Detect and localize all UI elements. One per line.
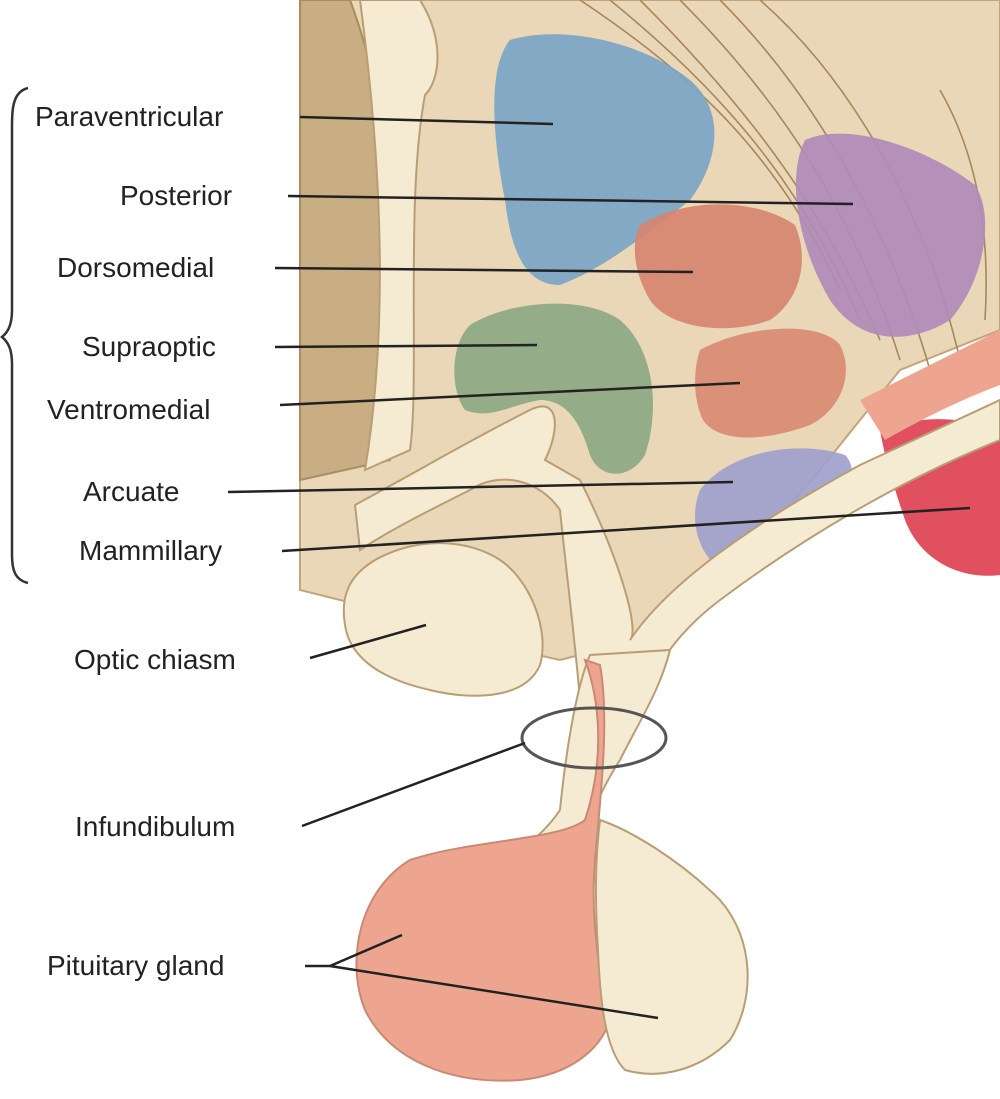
label-paraventricular: Paraventricular <box>35 101 224 132</box>
optic-chiasm <box>342 542 544 697</box>
ventromedial-nucleus <box>695 328 846 438</box>
label-posterior: Posterior <box>120 180 233 211</box>
label-mammillary: Mammillary <box>79 535 223 566</box>
label-infundibulum: Infundibulum <box>75 811 236 842</box>
leader-paraventricular <box>299 115 554 126</box>
label-dorsomedial: Dorsomedial <box>57 252 215 283</box>
leader-optic-chiasm <box>309 623 427 660</box>
pituitary-anterior-lobe <box>355 658 612 1082</box>
hypothalamic-floor <box>353 398 1000 701</box>
leader-supraoptic <box>274 343 538 349</box>
mammillary-stalk <box>860 330 1000 440</box>
label-supraoptic: Supraoptic <box>82 331 216 362</box>
leader-infundibulum <box>301 741 526 828</box>
leader-mammillary <box>281 506 971 553</box>
third-ventricle <box>358 0 439 472</box>
hypothalamus-bracket <box>0 86 29 585</box>
posterior-nucleus <box>795 133 986 337</box>
leader-pituitary-posterior <box>329 964 659 1020</box>
leader-pituitary-anterior <box>329 933 403 968</box>
leader-dorsomedial <box>274 266 694 274</box>
label-ventromedial: Ventromedial <box>47 394 211 425</box>
pituitary-posterior-lobe <box>594 818 749 1075</box>
leader-ventromedial <box>279 381 741 407</box>
label-arcuate: Arcuate <box>83 476 180 507</box>
infundibulum-ring <box>520 706 668 770</box>
label-pituitary-gland: Pituitary gland <box>47 950 225 981</box>
leader-posterior <box>287 194 854 206</box>
leader-arcuate <box>227 480 734 494</box>
label-optic-chiasm: Optic chiasm <box>74 644 236 675</box>
leader-lines <box>227 115 971 1020</box>
dorsomedial-nucleus <box>634 204 802 329</box>
arcuate-nucleus <box>695 448 852 565</box>
